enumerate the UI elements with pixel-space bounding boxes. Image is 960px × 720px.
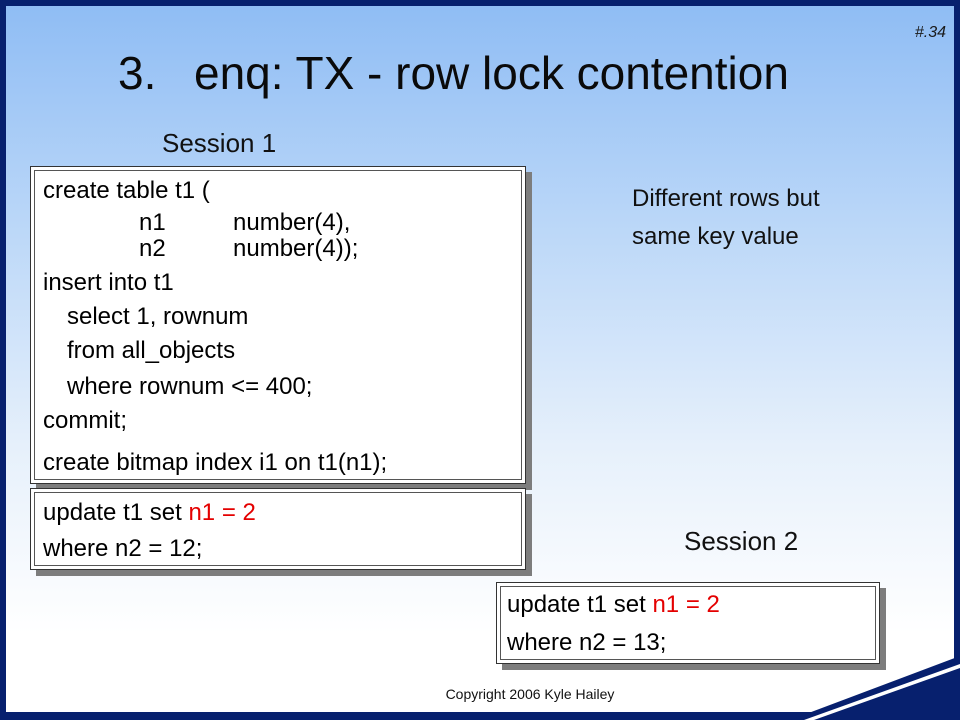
- setup-code-box-inner-border: [34, 170, 522, 480]
- session-1-update-box-inner-border: [34, 492, 522, 566]
- update-prefix: update t1 set: [507, 591, 653, 618]
- code-line-create-table: create table t1 (: [43, 177, 210, 204]
- code-col2-type: number(4));: [233, 235, 359, 262]
- frame-right-border: [954, 0, 960, 720]
- session-2-label: Session 2: [684, 526, 799, 556]
- session-1-update-box: update t1 set n1 = 2 where n2 = 12;: [30, 488, 526, 570]
- code-line-create-index: create bitmap index i1 on t1(n1);: [43, 449, 388, 476]
- note-line-2: same key value: [632, 223, 799, 250]
- code-line-select: select 1, rownum: [67, 303, 249, 330]
- setup-code-box: create table t1 ( n1 number(4), n2 numbe…: [30, 166, 526, 484]
- session-2-update-box: update t1 set n1 = 2 where n2 = 13;: [496, 582, 880, 664]
- title-text: enq: TX - row lock contention: [194, 47, 789, 99]
- session-1-update-line-2: where n2 = 12;: [43, 535, 203, 562]
- frame-left-border: [0, 0, 6, 720]
- update-prefix: update t1 set: [43, 499, 189, 526]
- update-highlight: n1 = 2: [652, 591, 720, 618]
- note-line-1: Different rows but: [632, 185, 820, 212]
- note-text: Different rows but same key value: [632, 180, 932, 256]
- session-2-update-line-1: update t1 set n1 = 2: [507, 591, 720, 619]
- frame-top-border: [0, 0, 960, 6]
- code-line-where: where rownum <= 400;: [67, 373, 313, 400]
- title-number: 3.: [118, 47, 157, 99]
- slide-title: 3. enq: TX - row lock contention: [118, 46, 938, 100]
- slide-number: #.34: [914, 24, 946, 41]
- code-line-commit: commit;: [43, 407, 127, 434]
- update-highlight: n1 = 2: [188, 499, 256, 526]
- code-col2-name: n2: [139, 235, 166, 262]
- session-1-label: Session 1: [162, 128, 277, 158]
- copyright-footer: Copyright 2006 Kyle Hailey: [445, 686, 615, 702]
- code-col1-type: number(4),: [233, 209, 351, 236]
- frame-bottom-border: [0, 712, 960, 720]
- session-1-update-line-1: update t1 set n1 = 2: [43, 499, 256, 527]
- session-2-update-box-inner-border: [500, 586, 876, 660]
- code-line-insert: insert into t1: [43, 269, 174, 296]
- code-col1-name: n1: [139, 209, 166, 236]
- code-line-from: from all_objects: [67, 337, 236, 364]
- corner-decoration: [790, 656, 960, 720]
- session-2-update-line-2: where n2 = 13;: [507, 629, 667, 656]
